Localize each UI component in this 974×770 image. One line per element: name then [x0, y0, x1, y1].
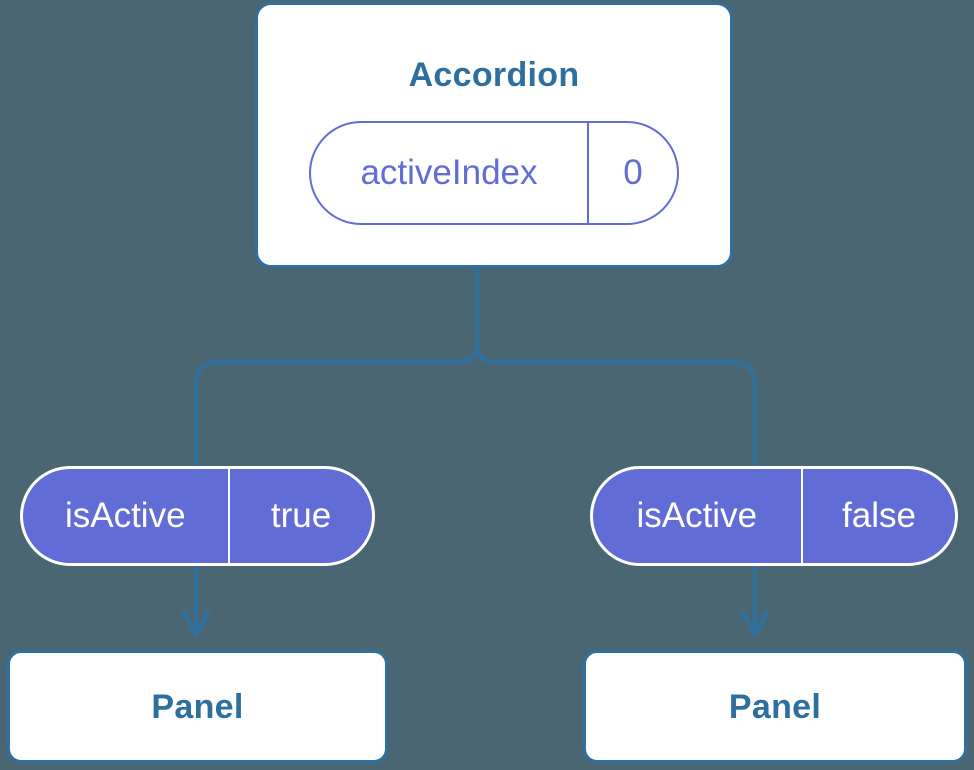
arrow-down-icon: [181, 610, 211, 637]
state-pill-value: 0: [623, 153, 643, 192]
prop-pill-isactive-true: isActive true: [20, 466, 375, 566]
accordion-component-box: Accordion activeIndex 0: [255, 2, 733, 268]
connector-left-branch: [194, 267, 479, 630]
panel-title: Panel: [151, 687, 244, 726]
prop-pill-value: false: [842, 496, 916, 535]
state-pill-activeindex: activeIndex 0: [309, 121, 679, 225]
prop-pill-name: isActive: [636, 496, 758, 535]
pill-divider: [227, 469, 230, 563]
connector-right-branch: [475, 342, 757, 630]
prop-pill-value: true: [270, 496, 332, 535]
pill-divider: [800, 469, 803, 563]
panel-component-box-right: Panel: [583, 650, 967, 763]
panel-title: Panel: [728, 687, 822, 726]
pill-divider: [587, 123, 589, 223]
prop-pill-name: isActive: [64, 496, 186, 535]
state-pill-name: activeIndex: [360, 153, 538, 192]
prop-pill-isactive-false: isActive false: [590, 466, 958, 566]
arrow-down-icon: [740, 610, 770, 637]
accordion-title: Accordion: [408, 56, 580, 94]
panel-component-box-left: Panel: [7, 650, 388, 763]
